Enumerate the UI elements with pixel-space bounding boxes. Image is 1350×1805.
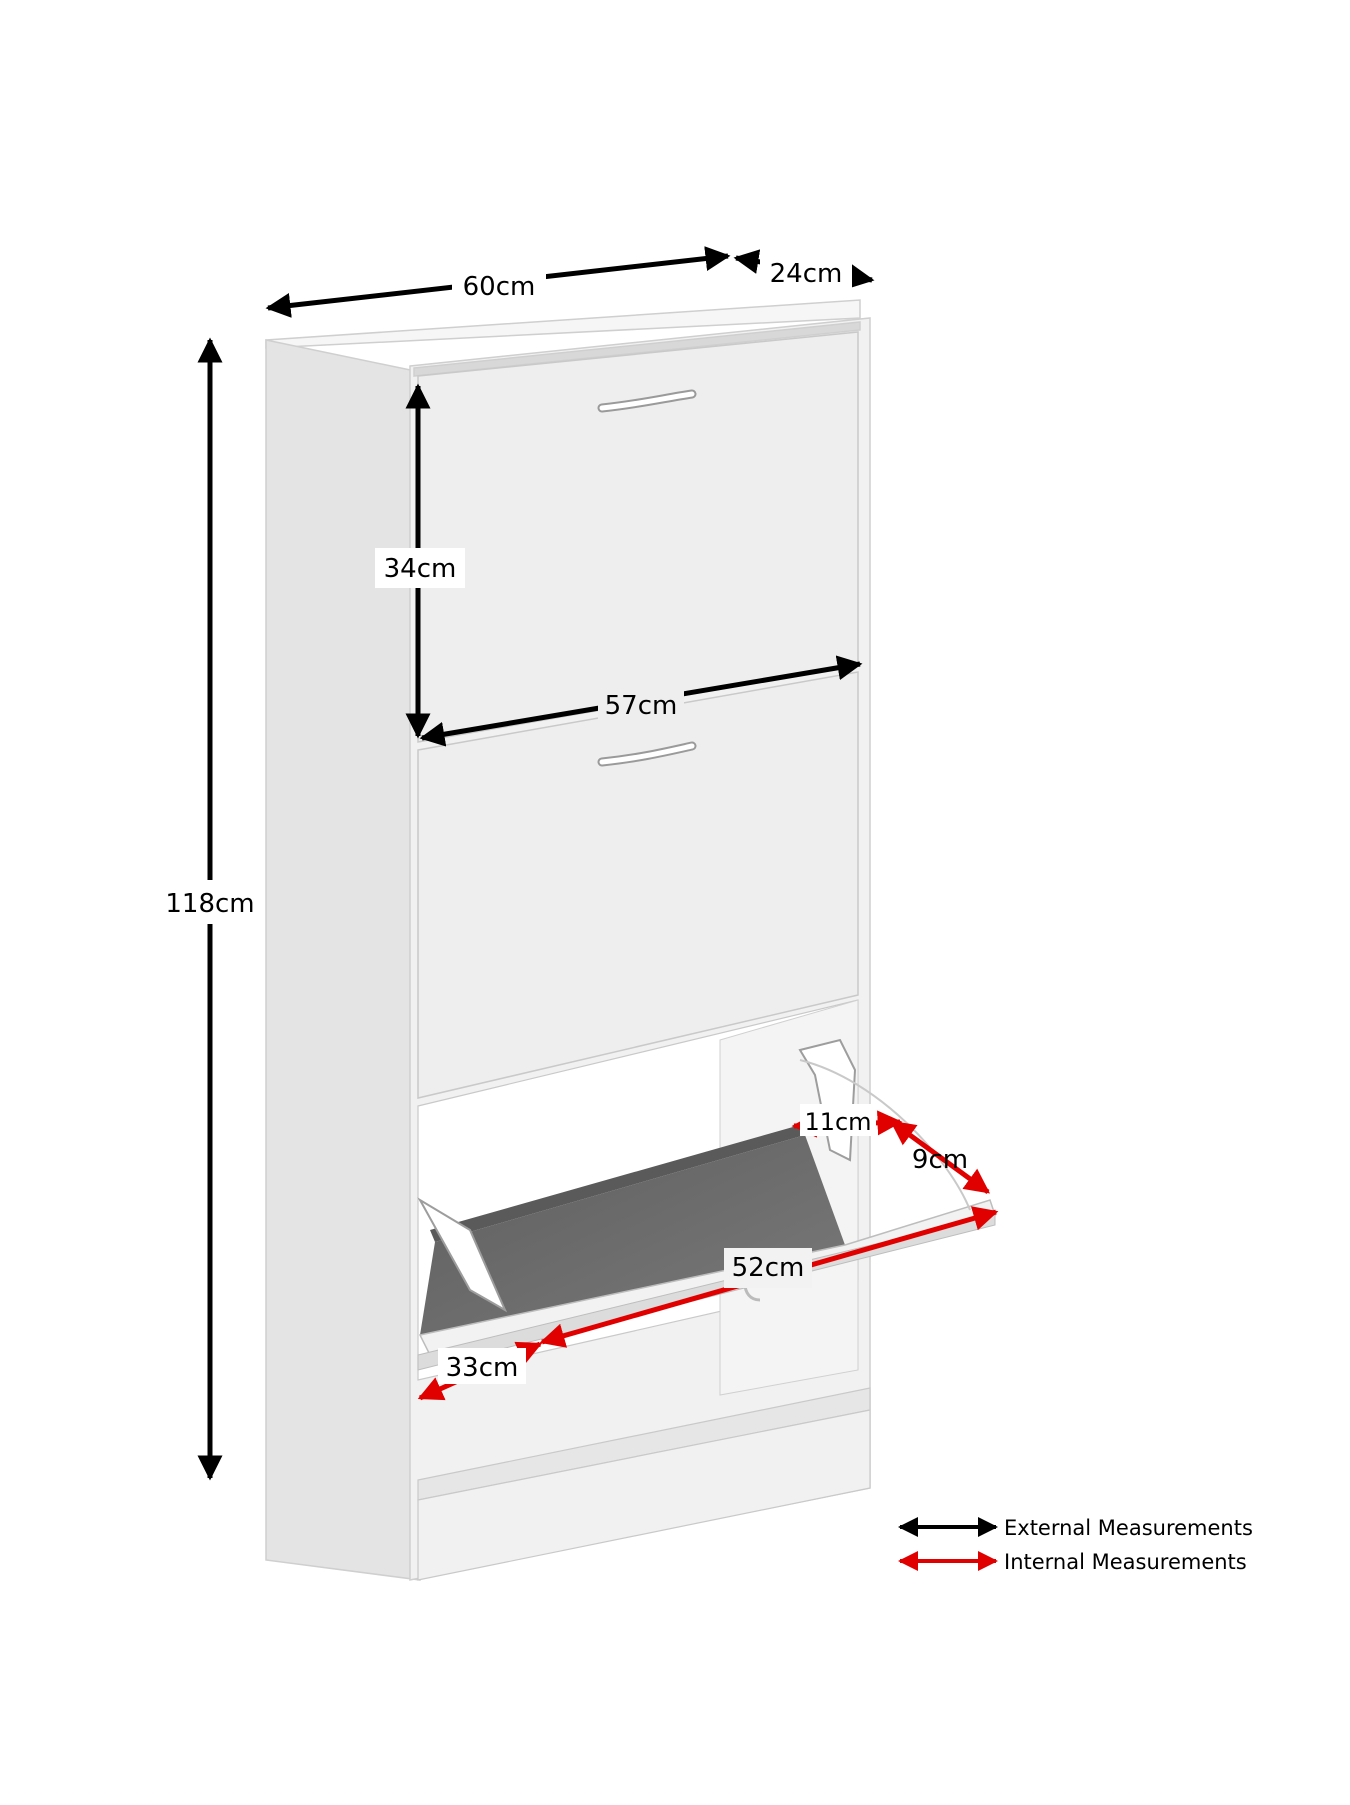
external-measurements: 60cm 24cm 118cm 34cm 57cm [158,246,875,1481]
legend: External Measurements Internal Measureme… [898,1516,1253,1574]
tray-lip-label: 9cm [912,1145,968,1175]
tray-depth-top-label: 11cm [804,1108,871,1136]
drawer-width-label: 57cm [605,691,678,721]
legend-internal-label: Internal Measurements [1004,1550,1247,1574]
tray-length-label: 52cm [732,1253,805,1283]
tray-depth-bottom-label: 33cm [446,1353,519,1383]
middle-drawer-handle [597,741,697,767]
height-label: 118cm [165,889,254,919]
depth-label: 24cm [770,259,843,289]
cabinet-top-recess [413,321,861,377]
drawer-height-label: 34cm [384,554,457,584]
cabinet-side-panel [265,339,421,1581]
width-label: 60cm [463,272,536,302]
tray-lip-arrow [889,1119,991,1195]
internal-measurements: 11cm 9cm 52cm 33cm [417,1104,999,1401]
upper-drawer-handle [597,389,697,413]
legend-external-label: External Measurements [1004,1516,1253,1540]
